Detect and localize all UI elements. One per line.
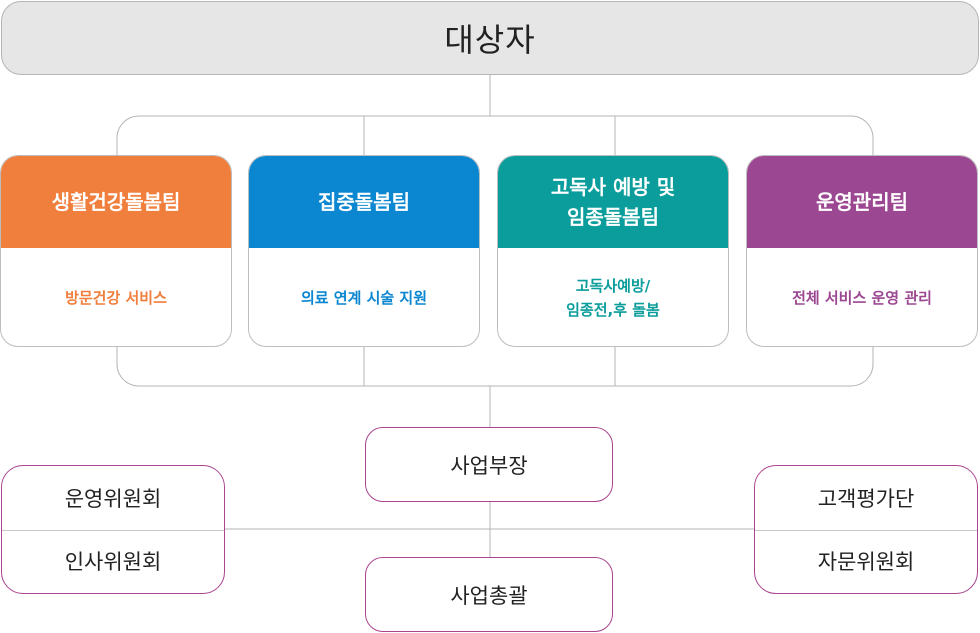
left-committees-box: 운영위원회 인사위원회: [1, 465, 225, 594]
team-card-operations: 운영관리팀 전체 서비스 운영 관리: [746, 155, 978, 347]
target-group-box: 대상자: [1, 1, 979, 75]
left-committees-divider: [2, 529, 224, 531]
advisory-committee: 자문위원회: [817, 550, 915, 575]
team-title: 집중돌봄팀: [249, 156, 479, 248]
team-service: 방문건강 서비스: [65, 289, 167, 307]
team-card-life-health: 생활건강돌봄팀 방문건강 서비스: [0, 155, 232, 347]
general-manager-box: 사업총괄: [365, 557, 613, 632]
director-box: 사업부장: [365, 427, 613, 502]
director-label: 사업부장: [450, 453, 528, 478]
team-service: 의료 연계 시술 지원: [300, 289, 428, 307]
customer-evaluation-group: 고객평가단: [817, 486, 915, 511]
team-service: 고독사예방/ 임종전,후 돌봄: [566, 277, 660, 319]
personnel-committee: 인사위원회: [64, 550, 162, 575]
team-title: 고독사 예방 및 임종돌봄팀: [498, 156, 728, 248]
right-committees-divider: [755, 529, 977, 531]
right-committees-box: 고객평가단 자문위원회: [754, 465, 978, 594]
general-manager-label: 사업총괄: [450, 583, 528, 608]
target-group-label: 대상자: [444, 21, 536, 59]
team-card-intensive-care: 집중돌봄팀 의료 연계 시술 지원: [248, 155, 480, 347]
team-title: 운영관리팀: [747, 156, 977, 248]
team-card-lonely-death-prevention: 고독사 예방 및 임종돌봄팀 고독사예방/ 임종전,후 돌봄: [497, 155, 729, 347]
team-title: 생활건강돌봄팀: [1, 156, 231, 248]
team-service: 전체 서비스 운영 관리: [792, 289, 932, 307]
operating-committee: 운영위원회: [64, 486, 162, 511]
